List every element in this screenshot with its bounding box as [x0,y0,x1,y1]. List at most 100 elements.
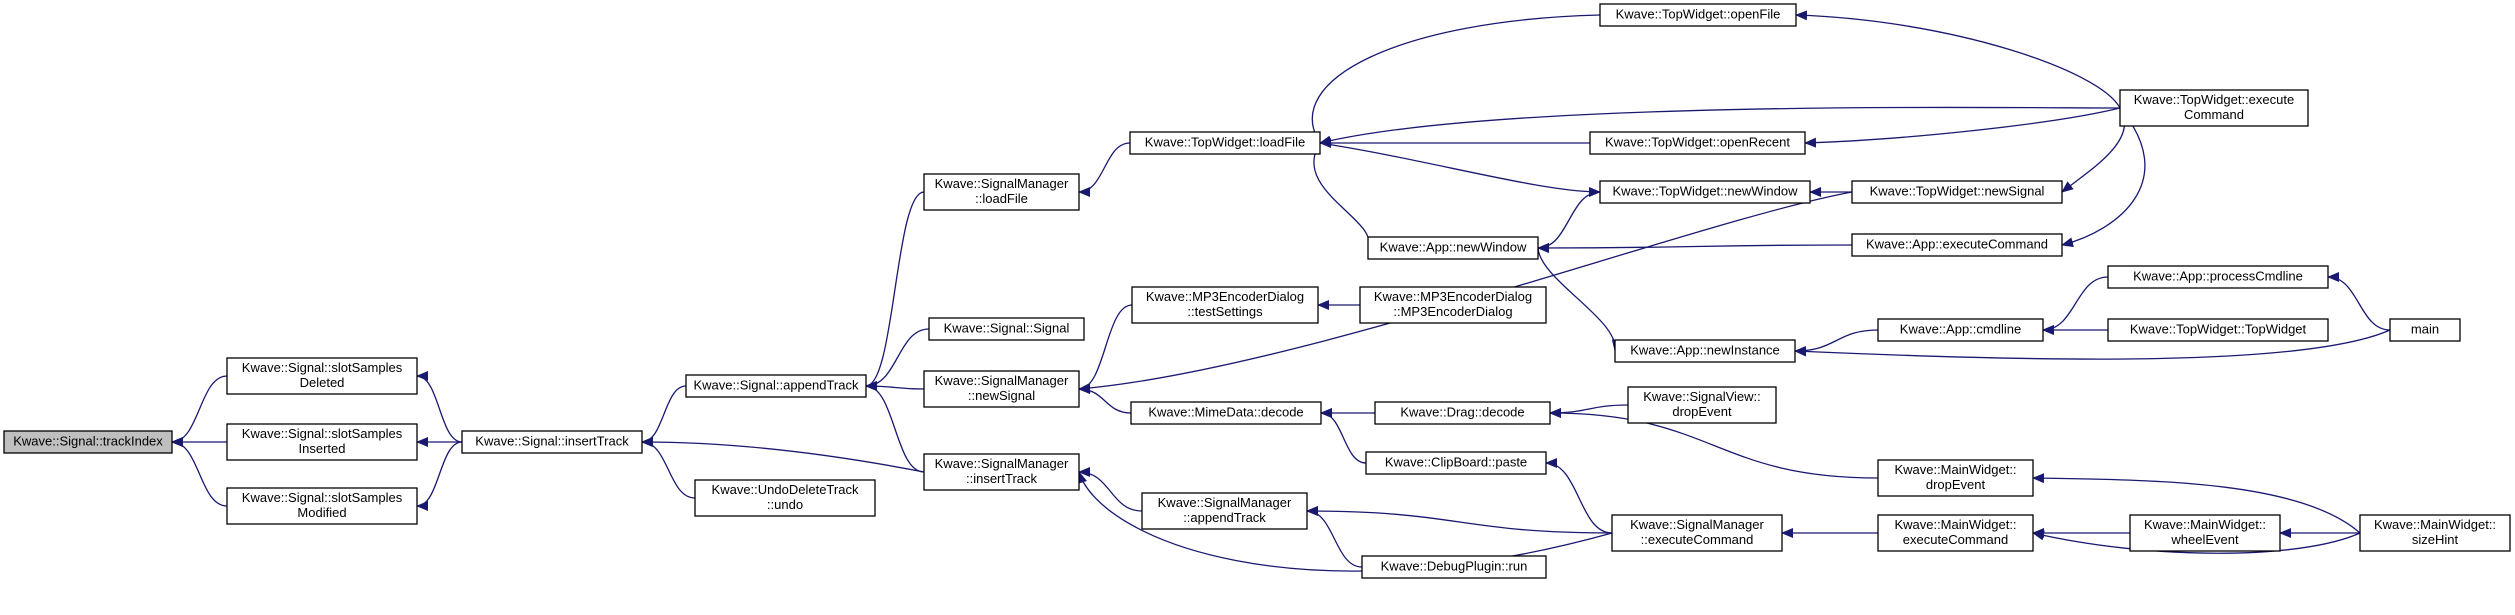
edge-smAppendTrack-to-smInsertTrack [1078,467,1143,512]
node-box [2389,318,2461,342]
node-appNewInstance[interactable]: Kwave::App::newInstance [1614,339,1796,363]
node-box [1374,401,1551,425]
edge-twExec-to-appExec [2061,107,2146,248]
node-smAppendTrack[interactable]: Kwave::SignalManager::appendTrack [1141,492,1308,530]
node-smLoadFile[interactable]: Kwave::SignalManager::loadFile [923,173,1080,211]
edge-twExec-to-twOpenRecent [1804,107,2121,148]
edge-appNewWindow-to-appNewInstance [1537,247,1622,352]
node-twExec[interactable]: Kwave::TopWidget::executeCommand [2119,89,2309,127]
node-box [1131,286,1319,324]
node-insertTrack[interactable]: Kwave::Signal::insertTrack [461,430,643,454]
node-appProcess[interactable]: Kwave::App::processCmdline [2107,265,2329,289]
node-box [1877,318,2044,342]
node-box [2107,318,2329,342]
node-label-line: Kwave::TopWidget::TopWidget [2130,321,2307,336]
edge-svDrop-to-dragDecode [1549,404,1629,418]
node-label-line: Kwave::MainWidget:: [1894,517,2016,532]
node-twNewWindow[interactable]: Kwave::TopWidget::newWindow [1599,180,1811,204]
node-appendTrack[interactable]: Kwave::Signal::appendTrack [685,374,867,398]
edge-twLoadFile-to-twNewWindow [1319,142,1601,197]
edge-slotMod-to-trackIndex [171,437,228,507]
edge-appNewWindow-to-twLoadFile [1309,142,1370,249]
edge-appExec-to-appNewWindow [1537,242,1853,253]
node-label-line: Kwave::SignalManager [1158,495,1292,510]
node-label-line: dropEvent [1926,477,1986,492]
node-label-line: Kwave::TopWidget::newWindow [1613,183,1799,198]
edge-insertTrack-to-slotDel [416,371,463,443]
node-trackIndex[interactable]: Kwave::Signal::trackIndex [3,430,173,454]
node-box [923,173,1080,211]
node-smInsertTrack[interactable]: Kwave::SignalManager::insertTrack [923,453,1080,491]
node-dragDecode[interactable]: Kwave::Drag::decode [1374,401,1551,425]
node-twOpenRecent[interactable]: Kwave::TopWidget::openRecent [1589,131,1806,155]
node-mwExec[interactable]: Kwave::MainWidget::executeCommand [1877,514,2034,552]
node-label-line: Kwave::MainWidget:: [2144,517,2266,532]
edge-slotDel-to-trackIndex [171,375,228,447]
node-box [1129,131,1321,155]
node-box [1367,236,1539,260]
node-label-line: Kwave::Signal::slotSamples [242,490,403,505]
node-appNewWindow[interactable]: Kwave::App::newWindow [1367,236,1539,260]
edge-mwSize-to-mwDrop [2032,473,2361,534]
node-label-line: Kwave::SignalView:: [1643,389,1761,404]
edge-smExec-to-smAppendTrack [1306,506,1613,534]
node-box [1361,555,1547,579]
edge-mimeDecode-to-smNewSignal [1078,384,1132,414]
node-cbPaste[interactable]: Kwave::ClipBoard::paste [1365,451,1547,475]
node-twCtor[interactable]: Kwave::TopWidget::TopWidget [2107,318,2329,342]
node-mwSize[interactable]: Kwave::MainWidget::sizeHint [2359,514,2511,552]
node-label-line: Kwave::UndoDeleteTrack [712,482,859,497]
node-mwDrop[interactable]: Kwave::MainWidget::dropEvent [1877,459,2034,497]
node-box [1611,514,1783,552]
node-smExec[interactable]: Kwave::SignalManager::executeCommand [1611,514,1783,552]
node-label-line: Kwave::TopWidget::execute [2134,92,2294,107]
node-label-line: wheelEvent [2170,532,2239,547]
node-label-line: Kwave::TopWidget::openFile [1616,6,1781,21]
node-undo[interactable]: Kwave::UndoDeleteTrack::undo [694,479,876,517]
node-box [2119,89,2309,127]
edge-smLoadFile-to-appendTrack [865,191,925,391]
node-box [226,487,418,525]
node-label-line: Inserted [299,441,346,456]
node-main[interactable]: main [2389,318,2461,342]
node-dpRun[interactable]: Kwave::DebugPlugin::run [1361,555,1547,579]
node-box [1877,514,2034,552]
node-appCmdline[interactable]: Kwave::App::cmdline [1877,318,2044,342]
node-label-line: Kwave::Signal::insertTrack [475,433,629,448]
nodes-layer: Kwave::Signal::trackIndexKwave::Signal::… [3,3,2511,579]
node-label-line: Kwave::App::newInstance [1630,342,1780,357]
node-label-line: ::insertTrack [966,471,1038,486]
node-label-line: Kwave::Signal::slotSamples [242,360,403,375]
node-label-line: Kwave::App::newWindow [1380,239,1527,254]
node-label-line: Modified [297,505,346,520]
node-box [685,374,867,398]
node-box [461,430,643,454]
node-label-line: ::undo [767,497,803,512]
node-appExec[interactable]: Kwave::App::executeCommand [1851,233,2063,257]
node-box [923,370,1080,408]
node-box [1589,131,1806,155]
node-label-line: Kwave::ClipBoard::paste [1385,454,1527,469]
node-mwWheel[interactable]: Kwave::MainWidget::wheelEvent [2129,514,2281,552]
node-twNewSignal[interactable]: Kwave::TopWidget::newSignal [1851,180,2063,204]
node-label-line: Kwave::TopWidget::loadFile [1145,134,1305,149]
node-mimeDecode[interactable]: Kwave::MimeData::decode [1130,401,1322,425]
edge-dpRun-to-smAppendTrack [1306,506,1363,568]
node-mp3Test[interactable]: Kwave::MP3EncoderDialog::testSettings [1131,286,1319,324]
node-mp3Ctor[interactable]: Kwave::MP3EncoderDialog::MP3EncoderDialo… [1359,286,1547,324]
node-twOpenFile[interactable]: Kwave::TopWidget::openFile [1599,3,1797,27]
edge-main-to-appNewInstance [1794,329,2391,360]
node-box [1141,492,1308,530]
node-svDrop[interactable]: Kwave::SignalView::dropEvent [1627,386,1777,424]
node-label-line: Kwave::MP3EncoderDialog [1146,289,1304,304]
edge-mwDrop-to-dragDecode [1549,408,1879,479]
edge-smInsertTrack-to-insertTrack [641,437,925,473]
node-twLoadFile[interactable]: Kwave::TopWidget::loadFile [1129,131,1321,155]
node-smNewSignal[interactable]: Kwave::SignalManager::newSignal [923,370,1080,408]
node-label-line: dropEvent [1672,404,1732,419]
node-signal[interactable]: Kwave::Signal::Signal [928,317,1085,341]
